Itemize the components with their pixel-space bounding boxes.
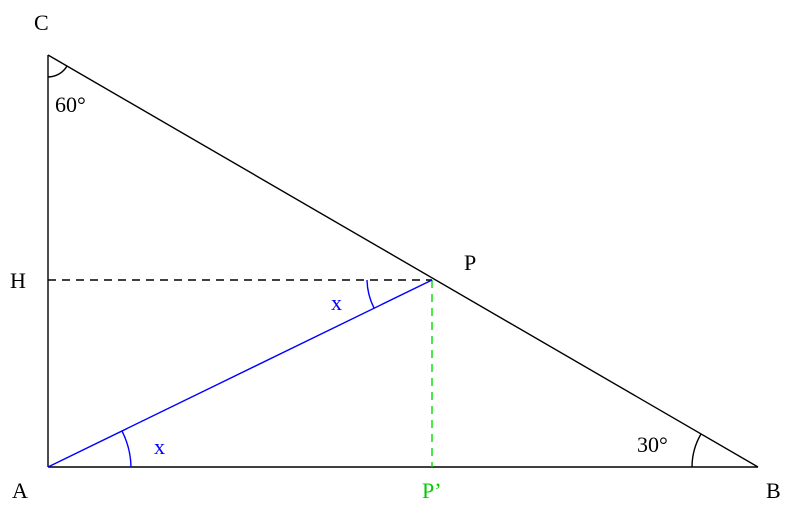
segment-ap <box>47 279 433 468</box>
label-angle-c: 60° <box>55 92 86 117</box>
side-cb <box>47 54 759 468</box>
label-point-h: H <box>10 268 26 293</box>
label-point-a: A <box>12 478 28 503</box>
label-point-p-prime: P’ <box>422 478 442 503</box>
label-point-b: B <box>766 478 781 503</box>
label-angle-a: x <box>154 434 165 459</box>
label-point-c: C <box>34 10 49 35</box>
label-angle-p: x <box>331 290 342 315</box>
label-point-p: P <box>464 250 476 275</box>
angle-arc-a <box>121 430 132 468</box>
angle-arc-b <box>691 433 702 468</box>
label-angle-b: 30° <box>637 432 668 457</box>
angle-arc-p <box>366 279 375 309</box>
angle-arc-c <box>47 65 68 78</box>
